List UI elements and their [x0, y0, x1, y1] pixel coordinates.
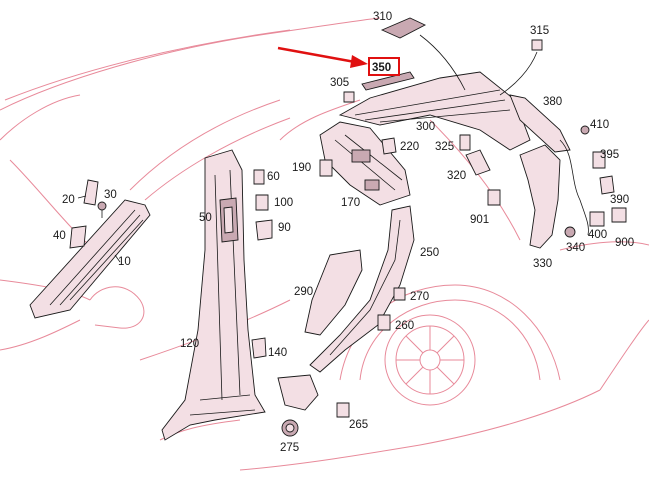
part-labels: 310 315 350 305 380 410 300 220 325 395 …: [53, 11, 634, 454]
part-170-c-pillar-upper: [319, 121, 411, 206]
part-220-clip: [381, 137, 397, 155]
part-330-rear-side-trim: [519, 144, 561, 249]
label-901[interactable]: 901: [470, 214, 489, 226]
label-30[interactable]: 30: [104, 189, 117, 201]
label-170[interactable]: 170: [341, 197, 360, 209]
label-325[interactable]: 325: [435, 141, 454, 153]
part-265-clip: [336, 402, 350, 418]
label-190[interactable]: 190: [292, 162, 311, 174]
label-900[interactable]: 900: [615, 237, 634, 249]
label-275[interactable]: 275: [280, 442, 299, 454]
part-140-clip: [251, 337, 267, 359]
cable-harness: [559, 139, 589, 236]
label-90[interactable]: 90: [278, 222, 291, 234]
part-250-c-pillar-lower: [309, 205, 415, 373]
part-325-clip: [459, 134, 471, 151]
part-395-clip: [592, 151, 606, 169]
part-901-clip: [487, 189, 501, 206]
label-310[interactable]: 310: [373, 11, 392, 23]
label-380[interactable]: 380: [543, 96, 562, 108]
part-410-screw: [580, 125, 590, 135]
label-100[interactable]: 100: [274, 197, 293, 209]
part-120-b-pillar-lower: [161, 149, 266, 441]
label-305[interactable]: 305: [330, 77, 349, 89]
part-390-clip: [599, 175, 615, 195]
label-320[interactable]: 320: [447, 170, 466, 182]
label-315[interactable]: 315: [530, 25, 549, 37]
label-400[interactable]: 400: [588, 229, 607, 241]
label-250[interactable]: 250: [420, 247, 439, 259]
part-310-grille: [380, 17, 466, 91]
part-305-clip: [343, 91, 355, 103]
label-340[interactable]: 340: [566, 242, 585, 254]
label-40[interactable]: 40: [53, 230, 66, 242]
part-260-clip: [377, 314, 391, 331]
part-20-bracket: [77, 179, 99, 206]
label-60[interactable]: 60: [267, 171, 280, 183]
part-275-grommet: [281, 419, 299, 437]
label-50[interactable]: 50: [199, 212, 212, 224]
highlight-arrow: [277, 46, 368, 68]
label-330[interactable]: 330: [533, 258, 552, 270]
highlight-box-350: [368, 57, 400, 76]
part-380-d-pillar-trim: [509, 94, 571, 153]
part-340-screw: [564, 226, 576, 238]
part-60-clip: [253, 169, 265, 185]
part-290-speaker-cover: [304, 249, 363, 336]
label-20[interactable]: 20: [62, 194, 75, 206]
part-320-bracket: [465, 149, 491, 176]
label-270[interactable]: 270: [410, 291, 429, 303]
label-300[interactable]: 300: [416, 121, 435, 133]
part-30-screw: [97, 201, 107, 218]
part-10-a-pillar-trim: [29, 199, 151, 319]
label-395[interactable]: 395: [600, 149, 619, 161]
part-90-clip: [255, 219, 273, 241]
part-40-clip: [69, 225, 87, 249]
label-140[interactable]: 140: [268, 347, 287, 359]
part-bottom-trim: [277, 374, 319, 411]
part-300-rear-trim-panel: [338, 71, 531, 151]
part-50-b-pillar-upper: [219, 197, 239, 243]
label-265[interactable]: 265: [349, 419, 368, 431]
label-390[interactable]: 390: [610, 194, 629, 206]
label-410[interactable]: 410: [590, 119, 609, 131]
part-100-clip: [255, 194, 269, 211]
label-260[interactable]: 260: [395, 320, 414, 332]
label-10[interactable]: 10: [118, 256, 131, 268]
label-290[interactable]: 290: [294, 286, 313, 298]
part-190-clip: [319, 159, 333, 177]
part-315-clip: [499, 39, 543, 96]
part-400-clip: [589, 211, 605, 227]
label-350[interactable]: 350: [372, 62, 391, 74]
label-220[interactable]: 220: [400, 141, 419, 153]
label-120[interactable]: 120: [180, 338, 199, 350]
car-body-outline: [0, 17, 649, 471]
part-900-clip: [611, 207, 627, 223]
part-270-clip: [393, 287, 406, 301]
